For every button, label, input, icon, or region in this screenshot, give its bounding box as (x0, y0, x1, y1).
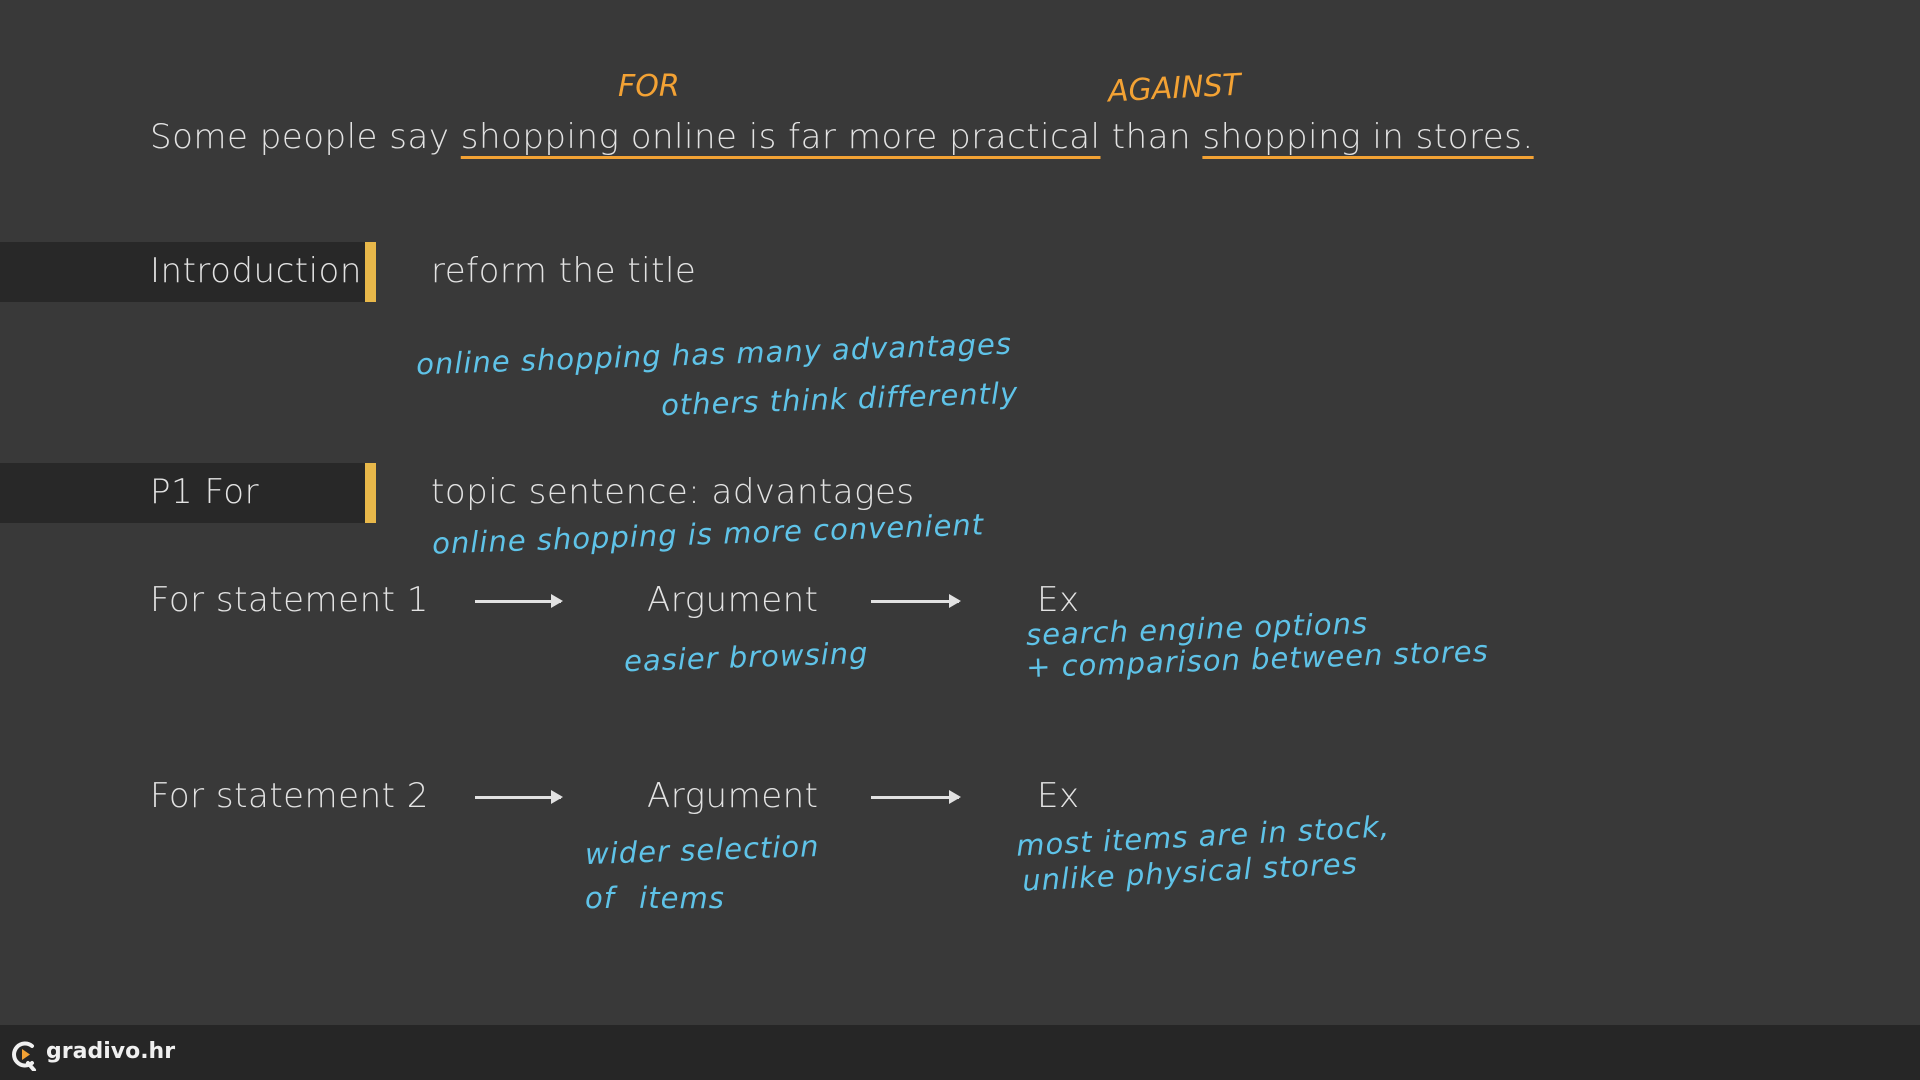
p1-band (0, 463, 365, 523)
arrow-icon (475, 790, 563, 804)
for-statement-1-label: For statement 1 (150, 580, 429, 620)
example-label-2: Ex (1037, 776, 1080, 816)
p1-label: P1 For (150, 472, 260, 512)
intro-handwritten-2: others think differently (660, 375, 1019, 423)
title-middle: than (1100, 117, 1203, 157)
for-annotation: FOR (618, 69, 680, 104)
intro-handwritten-1: online shopping has many advantages (415, 326, 1013, 382)
brand-name[interactable]: gradivo.hr (46, 1039, 176, 1064)
arrow-icon (871, 790, 961, 804)
introduction-label: Introduction (150, 251, 362, 291)
title-against-part: shopping in stores. (1202, 117, 1534, 157)
arrow-icon (475, 594, 563, 608)
argument-2-line-2: of items (585, 881, 725, 915)
footer: gradivo.hr (0, 1025, 1920, 1080)
argument-label-1: Argument (647, 580, 819, 620)
example-label-1: Ex (1037, 580, 1080, 620)
argument-label-2: Argument (647, 776, 819, 816)
introduction-marker (365, 242, 376, 302)
argument-2-line-1: wider selection (584, 828, 821, 872)
p1-handwritten: online shopping is more convenient (431, 507, 985, 561)
p1-note: topic sentence: advantages (431, 472, 915, 512)
title-prefix: Some people say (150, 117, 461, 157)
p1-marker (365, 463, 376, 523)
against-annotation: AGAINST (1107, 67, 1242, 110)
title-for-part: shopping online is far more practical (460, 117, 1101, 157)
arrow-icon (871, 594, 961, 608)
for-statement-2-label: For statement 2 (150, 776, 429, 816)
essay-title: Some people say shopping online is far m… (150, 120, 1534, 154)
introduction-band (0, 242, 365, 302)
argument-1-text: easier browsing (623, 635, 870, 679)
gradivo-logo-icon (12, 1041, 36, 1071)
introduction-note: reform the title (431, 251, 697, 291)
